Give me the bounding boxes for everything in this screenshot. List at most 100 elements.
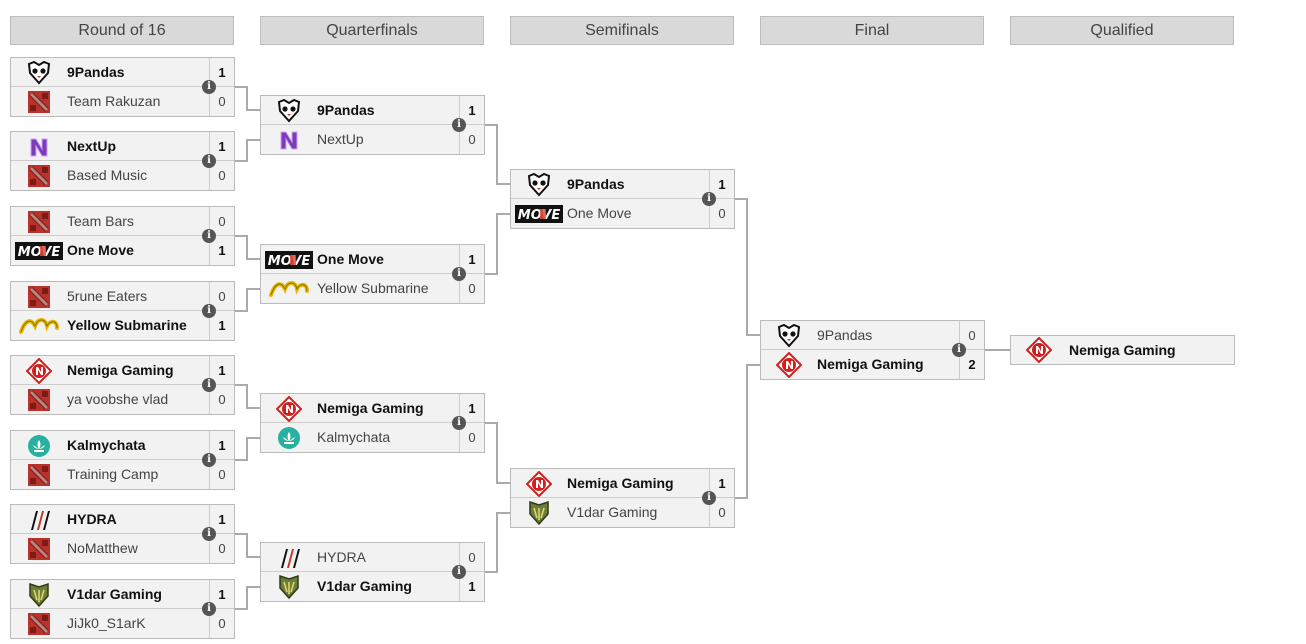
team-name[interactable]: V1dar Gaming xyxy=(567,504,658,520)
team-name[interactable]: Kalmychata xyxy=(317,429,391,445)
bracket-connector xyxy=(235,384,260,409)
team-name[interactable]: Nemiga Gaming xyxy=(567,475,674,491)
team-score: 1 xyxy=(459,394,484,422)
team-name[interactable]: Team Rakuzan xyxy=(67,93,161,109)
nemiga-icon xyxy=(515,470,563,497)
match-info-icon[interactable]: i xyxy=(452,118,466,132)
match-info-icon[interactable]: i xyxy=(452,416,466,430)
team-score: 0 xyxy=(209,87,234,116)
panda-icon xyxy=(15,60,63,84)
match-info-icon[interactable]: i xyxy=(202,378,216,392)
team-name[interactable]: Nemiga Gaming xyxy=(67,362,174,378)
team-name[interactable]: 5rune Eaters xyxy=(67,288,148,304)
team-row-v1dar-gaming[interactable]: V1dar Gaming 1 xyxy=(261,572,484,601)
team-name[interactable]: 9Pandas xyxy=(317,102,375,118)
team-name[interactable]: 9Pandas xyxy=(817,327,873,343)
qualified-team-name[interactable]: Nemiga Gaming xyxy=(1069,342,1176,358)
team-name[interactable]: NoMatthew xyxy=(67,540,138,556)
match-info-icon[interactable]: i xyxy=(452,565,466,579)
team-name[interactable]: Yellow Submarine xyxy=(67,317,187,333)
match-info-icon[interactable]: i xyxy=(952,343,966,357)
match-info-icon[interactable]: i xyxy=(202,229,216,243)
team-name[interactable]: NextUp xyxy=(317,131,364,147)
team-row-kalmychata[interactable]: Kalmychata 0 xyxy=(261,423,484,452)
panda-icon xyxy=(515,172,563,196)
team-name[interactable]: JiJk0_S1arK xyxy=(67,615,146,631)
team-name[interactable]: HYDRA xyxy=(67,511,117,527)
team-name[interactable]: Nemiga Gaming xyxy=(317,400,424,416)
team-score: 1 xyxy=(209,132,234,160)
team-row-nextup[interactable]: NextUp 1 xyxy=(11,132,234,161)
qualified-team[interactable]: Nemiga Gaming xyxy=(1010,335,1235,365)
bracket-connector xyxy=(235,139,260,162)
team-name[interactable]: Team Bars xyxy=(67,213,134,229)
bracket-connector xyxy=(235,437,260,461)
team-score: 1 xyxy=(209,311,234,340)
nemiga-icon xyxy=(765,351,813,378)
match-info-icon[interactable]: i xyxy=(202,527,216,541)
team-score: 0 xyxy=(459,423,484,452)
team-name[interactable]: 9Pandas xyxy=(567,176,625,192)
team-score: 1 xyxy=(459,572,484,601)
match-info-icon[interactable]: i xyxy=(202,602,216,616)
move-wordmark-icon: MOVE xyxy=(265,248,313,271)
match-info-icon[interactable]: i xyxy=(202,304,216,318)
team-name[interactable]: Based Music xyxy=(67,167,148,183)
team-name[interactable]: Nemiga Gaming xyxy=(817,356,924,372)
team-name[interactable]: V1dar Gaming xyxy=(317,578,412,594)
submarine-icon xyxy=(15,314,63,337)
team-name[interactable]: V1dar Gaming xyxy=(67,586,162,602)
match-info-icon[interactable]: i xyxy=(202,453,216,467)
team-name[interactable]: One Move xyxy=(317,251,384,267)
team-name[interactable]: HYDRA xyxy=(317,549,367,565)
team-name[interactable]: Kalmychata xyxy=(67,437,146,453)
team-name[interactable]: Training Camp xyxy=(67,466,159,482)
team-name[interactable]: Yellow Submarine xyxy=(317,280,429,296)
team-name[interactable]: ya voobshe vlad xyxy=(67,391,169,407)
team-name[interactable]: 9Pandas xyxy=(67,64,125,80)
bracket-connector xyxy=(485,124,510,185)
move-wordmark-icon: MOVE xyxy=(515,202,563,225)
nemiga-icon xyxy=(265,395,313,422)
team-name[interactable]: One Move xyxy=(67,242,134,258)
match-info-icon[interactable]: i xyxy=(702,491,716,505)
team-row-yellow-submarine[interactable]: Yellow Submarine 1 xyxy=(11,311,234,340)
team-row-nemiga-gaming[interactable]: Nemiga Gaming 1 xyxy=(261,394,484,423)
vidar-shield-icon xyxy=(15,582,63,607)
team-name[interactable]: NextUp xyxy=(67,138,117,154)
match-info-icon[interactable]: i xyxy=(452,267,466,281)
team-row-team-rakuzan[interactable]: Team Rakuzan 0 xyxy=(11,87,234,116)
match-info-icon[interactable]: i xyxy=(202,154,216,168)
team-name[interactable]: One Move xyxy=(567,205,632,221)
match-info-icon[interactable]: i xyxy=(202,80,216,94)
match-info-icon[interactable]: i xyxy=(702,192,716,206)
